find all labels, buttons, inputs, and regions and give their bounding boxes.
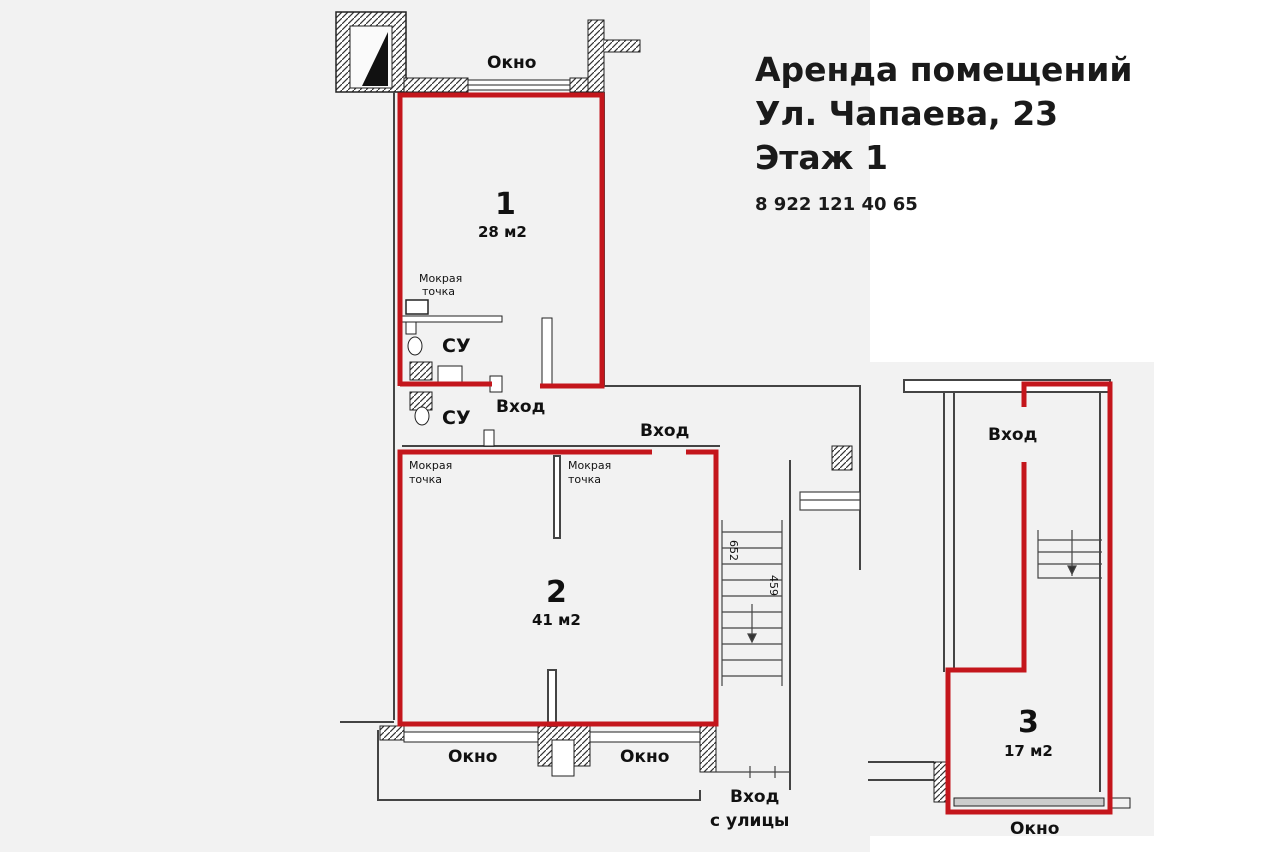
top-wall — [403, 19, 641, 93]
room2-partitions — [547, 455, 561, 727]
street-entrance-label: Вход — [730, 787, 779, 807]
listing-address: Ул. Чапаева, 23 — [755, 94, 1059, 133]
listing-title: Аренда помещений — [755, 50, 1133, 89]
wet-point-2a-label-2: точка — [409, 473, 442, 486]
inset-bottom-wall — [933, 761, 1131, 809]
wet-point-2b-label-2: точка — [568, 473, 601, 486]
staircase — [721, 491, 861, 686]
floor-plan-inset: Вход 3 17 м2 Окно — [868, 362, 1154, 836]
inset-staircase — [1037, 530, 1102, 579]
street-entrance-marks — [706, 766, 790, 778]
room1-number: 1 — [495, 187, 516, 222]
entrance-label-2: Вход — [640, 421, 689, 441]
top-window-label: Окно — [487, 53, 536, 73]
listing-floor: Этаж 1 — [755, 138, 888, 177]
room3-number: 3 — [1018, 705, 1039, 740]
contact-phone: 8 922 121 40 65 — [755, 194, 918, 215]
room3-area: 17 м2 — [1004, 742, 1053, 760]
wet-point-2a-label: Мокрая — [409, 459, 452, 472]
wet-point-1-label: Мокрая — [419, 272, 462, 285]
side-shaft — [831, 445, 853, 471]
stair-dimension-1: 652 — [727, 540, 740, 561]
street-entrance-label-2: с улицы — [710, 811, 789, 831]
listing-header: Аренда помещений Ул. Чапаева, 23 Этаж 1 … — [755, 48, 1133, 215]
room1-area: 28 м2 — [478, 223, 527, 241]
wet-point-1-label-2: точка — [422, 285, 455, 298]
inset-window-label: Окно — [1010, 819, 1059, 836]
restroom-lower-label: СУ — [442, 407, 471, 429]
window-bottom-right-label: Окно — [620, 747, 669, 767]
window-bottom-left-label: Окно — [448, 747, 497, 767]
bottom-wall — [379, 725, 717, 777]
top-shaft — [335, 11, 407, 93]
room2-area: 41 м2 — [532, 611, 581, 629]
floor-plan-main: Окно Окно Окно 652 — [0, 0, 870, 852]
inset-paper — [868, 362, 1154, 836]
restroom-upper-label: СУ — [442, 335, 471, 357]
wet-point-2b-label: Мокрая — [568, 459, 611, 472]
room2-outline — [397, 449, 719, 727]
entrance-label-1: Вход — [496, 397, 545, 417]
stair-dimension-2: 459 — [767, 575, 780, 596]
restroom-fixtures — [401, 299, 553, 447]
room3-outline — [945, 381, 1113, 815]
inset-entrance-label: Вход — [988, 425, 1037, 445]
plan-paper — [0, 0, 870, 852]
room1-outline — [397, 92, 605, 389]
room2-number: 2 — [546, 575, 567, 610]
